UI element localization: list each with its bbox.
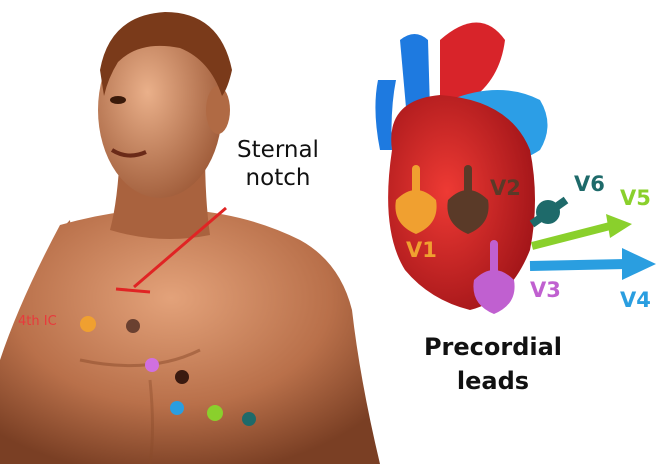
torso — [0, 209, 380, 464]
fourth-ic-label: 4th IC — [18, 314, 57, 329]
lead-label-v6: V6 — [574, 172, 605, 196]
lead-label-v5: V5 — [620, 186, 651, 210]
electrode-v5-dot — [207, 405, 223, 421]
title-line-1: Precordial — [400, 330, 586, 364]
lead-label-v3: V3 — [530, 278, 561, 302]
eye — [110, 96, 126, 104]
electrode-v3-dot — [145, 358, 159, 372]
lead-label-v1: V1 — [406, 238, 437, 262]
electrode-v1-dot — [80, 316, 96, 332]
electrode-v6-dot — [242, 412, 256, 426]
ear — [206, 86, 230, 134]
sternal-notch-text: Sternal notch — [208, 136, 348, 192]
sternal-notch-label: Sternal notch — [208, 136, 348, 192]
lead-label-v4: V4 — [620, 288, 651, 312]
heart — [375, 23, 547, 311]
electrode-v6 — [532, 200, 566, 224]
electrode-v4-dot — [175, 370, 189, 384]
electrode-v4b-dot — [170, 401, 184, 415]
pulmonary-artery — [440, 23, 505, 101]
electrode-v2-dot — [126, 319, 140, 333]
lead-label-v2: V2 — [490, 176, 521, 200]
title-line-2: leads — [400, 364, 586, 398]
precordial-leads-title: Precordial leads — [400, 330, 586, 398]
electrode-v4 — [530, 248, 656, 280]
